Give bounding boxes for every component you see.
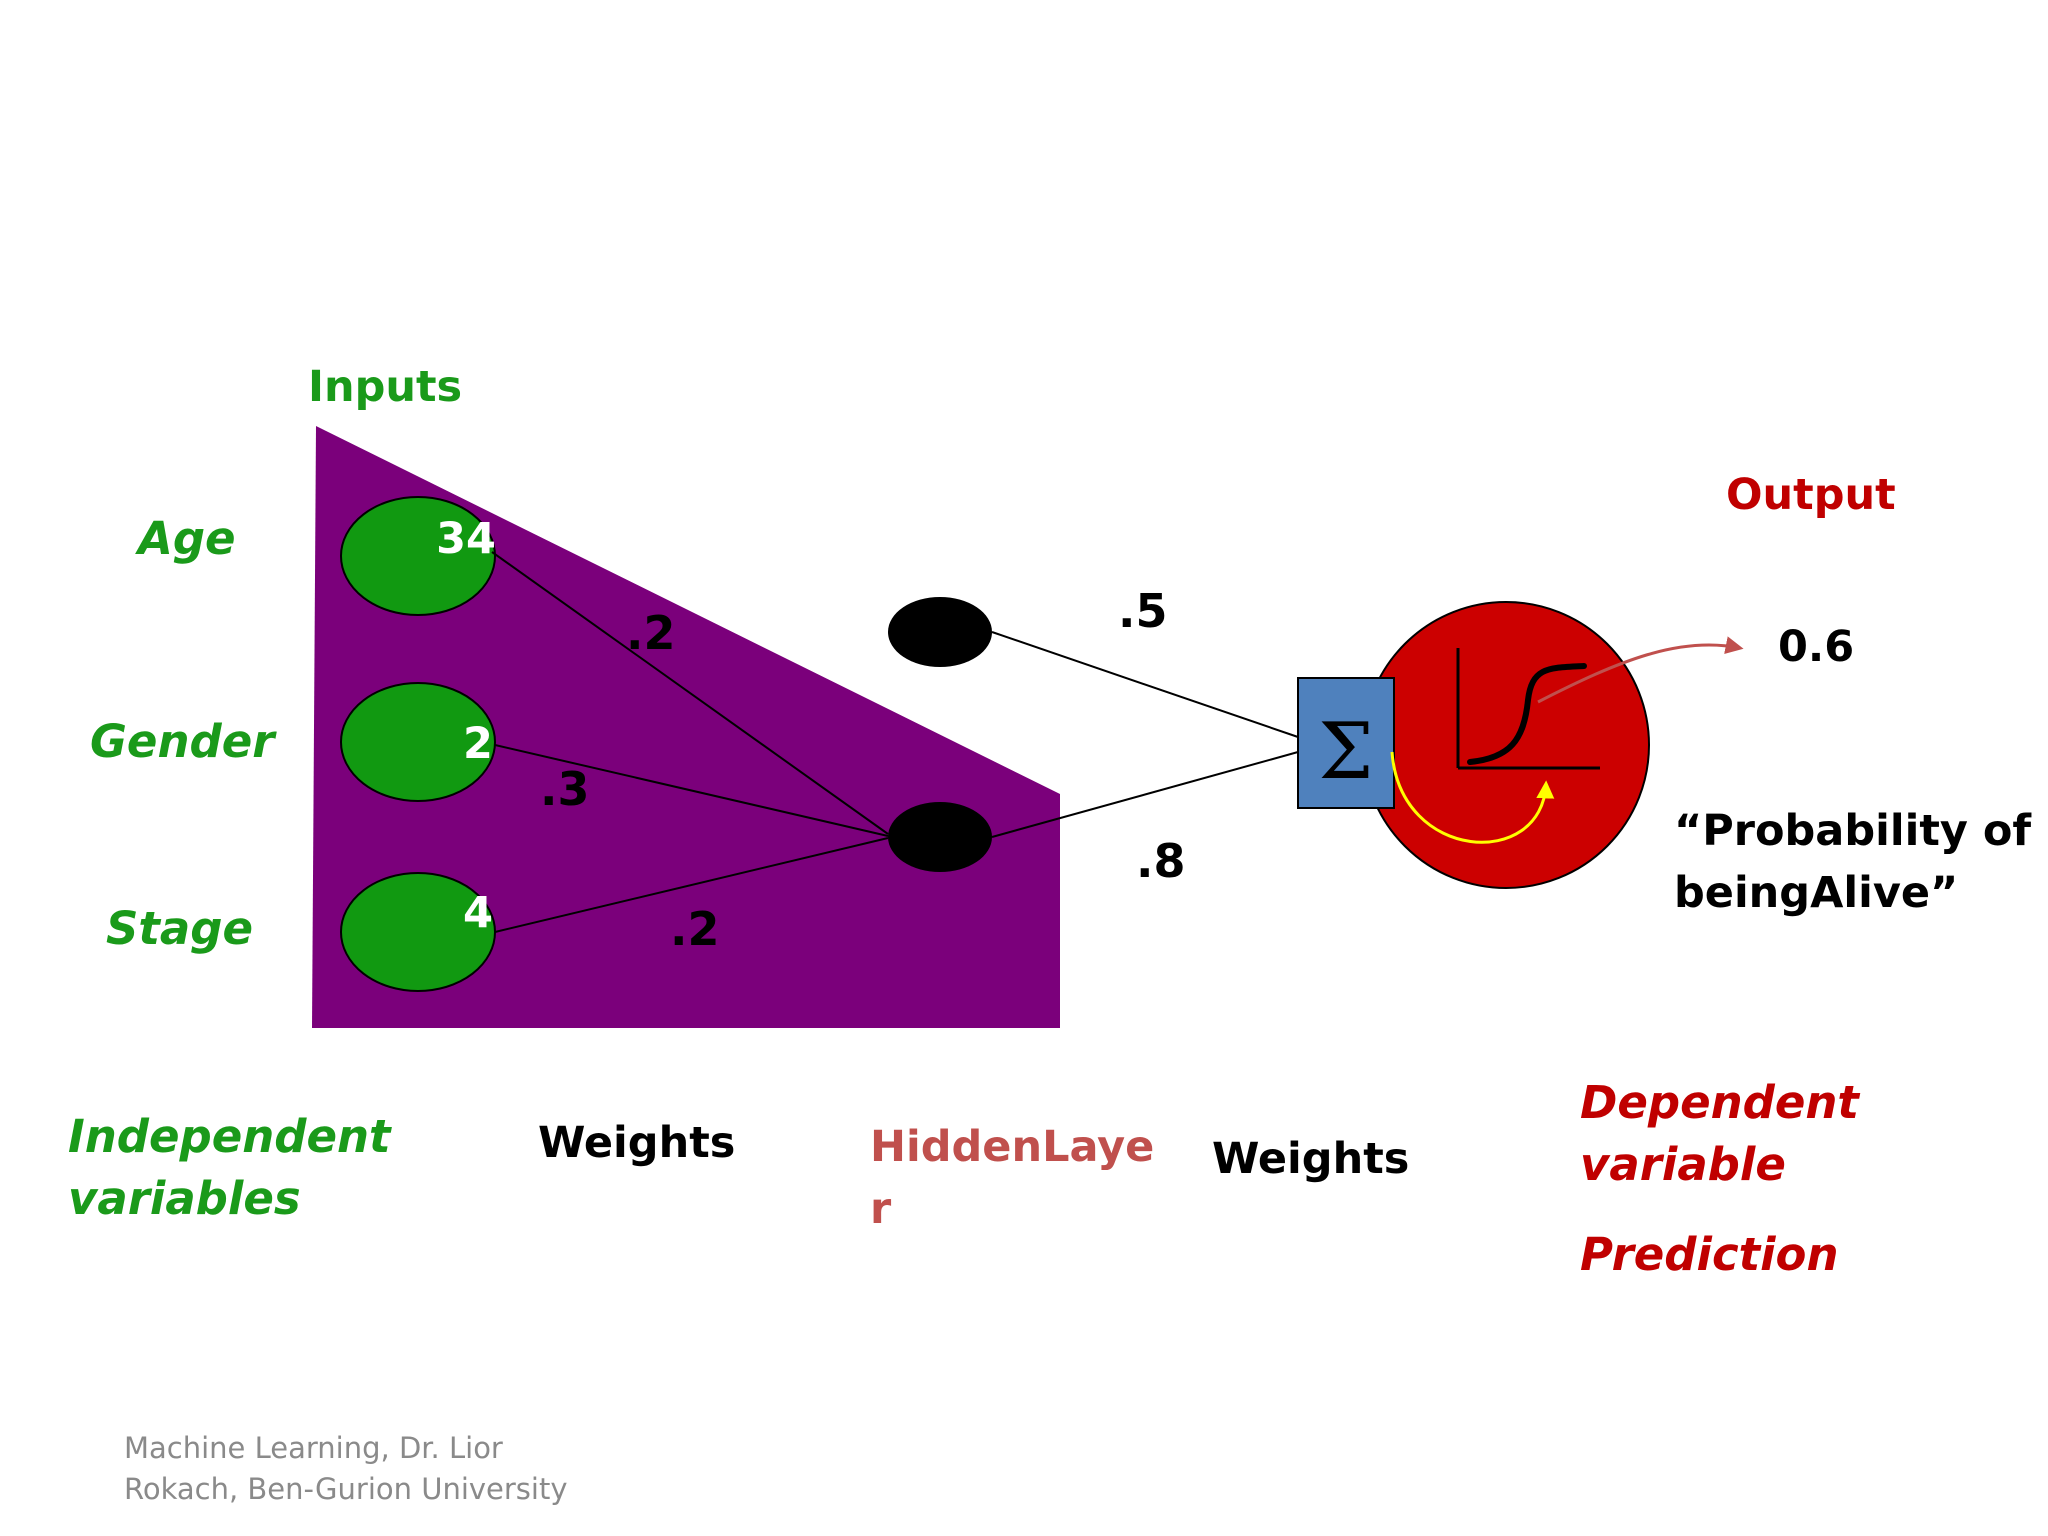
footer-line1: Machine Learning, Dr. Lior xyxy=(124,1431,503,1465)
dependent-label-line1: Dependent xyxy=(1580,1076,1859,1129)
yellow-arrow xyxy=(1390,751,1555,844)
hidden-node-top xyxy=(888,597,992,667)
hidden-layer-label-line1: HiddenLaye xyxy=(870,1122,1155,1172)
sigmoid-curve xyxy=(1467,663,1587,765)
input-label-gender: Gender xyxy=(90,715,275,768)
footer: Machine Learning, Dr. Lior Rokach, Ben-G… xyxy=(124,1428,568,1510)
weight-age: .2 xyxy=(626,606,676,660)
hidden-node-bottom xyxy=(888,802,992,872)
input-value-stage: 4 xyxy=(463,888,493,938)
hidden-layer-label-line2: r xyxy=(870,1184,892,1234)
weight-gender: .3 xyxy=(540,762,590,816)
output-arrow xyxy=(1537,636,1744,704)
weights-label-right: Weights xyxy=(1212,1134,1410,1184)
sum-box xyxy=(1297,677,1395,809)
weights-label-left: Weights xyxy=(538,1118,736,1168)
output-node xyxy=(1362,601,1650,889)
independent-label-line1: Independent xyxy=(68,1110,391,1163)
sum-symbol: Σ xyxy=(1318,707,1373,797)
connection-gender-hidden xyxy=(494,744,889,837)
footer-line2: Rokach, Ben-Gurion University xyxy=(124,1472,568,1506)
connection-stage-hidden xyxy=(494,837,889,933)
inputs-title: Inputs xyxy=(308,362,463,412)
weight-hidden-top: .5 xyxy=(1118,584,1168,638)
prediction-label: Prediction xyxy=(1580,1228,1839,1281)
output-caption-line1: “Probability of xyxy=(1674,806,2032,856)
input-value-gender: 2 xyxy=(463,719,493,769)
input-value-age: 34 xyxy=(436,514,496,564)
output-title: Output xyxy=(1726,470,1896,520)
weight-stage: .2 xyxy=(670,902,720,956)
input-node-gender xyxy=(340,682,496,802)
input-label-stage: Stage xyxy=(106,902,254,955)
output-caption-line2: beingAlive” xyxy=(1674,868,1959,918)
purple-network-region xyxy=(312,426,1060,1028)
weight-hidden-bottom: .8 xyxy=(1136,834,1186,888)
dependent-label-line2: variable xyxy=(1580,1138,1786,1191)
connection-age-hidden xyxy=(491,551,889,835)
connection-hidden-top-sum xyxy=(991,631,1299,738)
output-value: 0.6 xyxy=(1778,622,1855,672)
input-node-age xyxy=(340,496,496,616)
independent-label-line2: variables xyxy=(68,1172,301,1225)
connection-hidden-bottom-sum xyxy=(991,751,1299,838)
input-label-age: Age xyxy=(138,512,236,565)
